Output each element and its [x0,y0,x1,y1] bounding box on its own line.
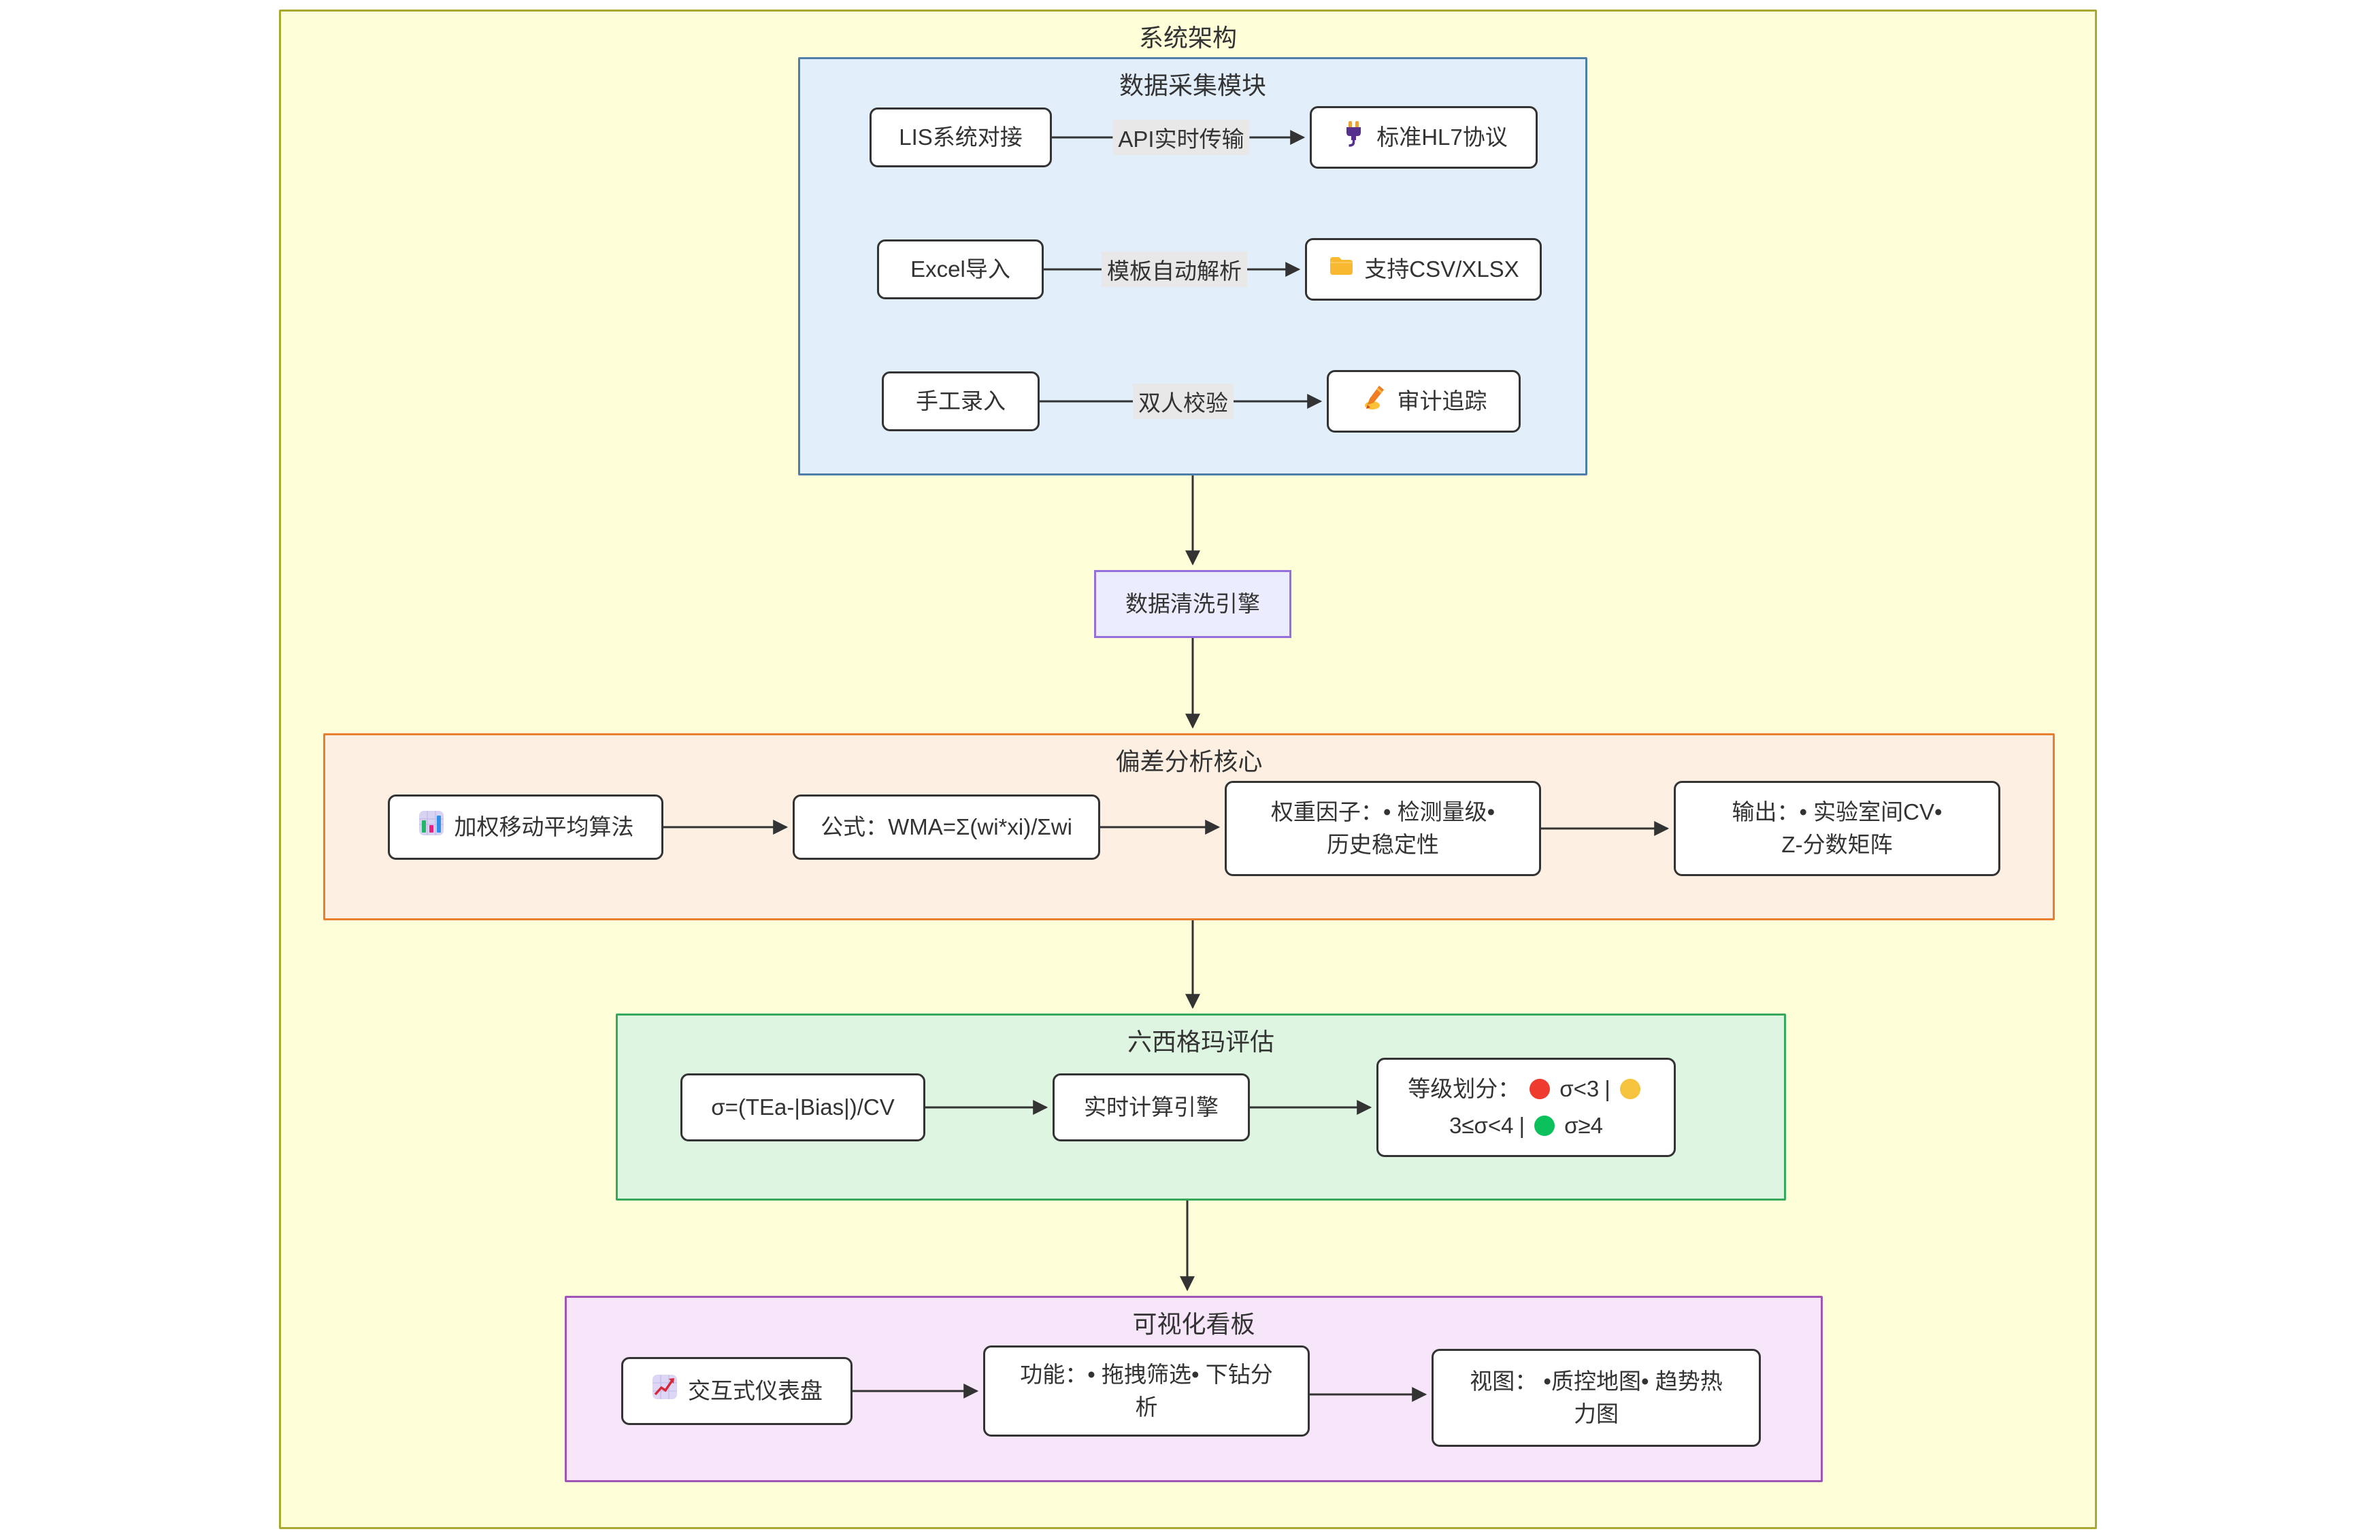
sigma-formula-label: σ=(TEa-|Bias|)/CV [711,1094,895,1120]
node-hl7-label: 标准HL7协议 [1376,124,1508,150]
node-manual-entry: 手工录入 [882,371,1040,431]
grading-green-text: σ≥4 [1564,1113,1603,1138]
visualization-title: 可视化看板 [1132,1310,1255,1338]
node-data-cleaning-engine: 数据清洗引擎 [1094,570,1291,638]
node-wma-formula: 公式：WMA=Σ(wi*xi)/Σwi [793,794,1100,860]
dashboard-label: 交互式仪表盘 [688,1378,823,1404]
realtime-engine-label: 实时计算引擎 [1084,1094,1219,1120]
system-architecture-title: 系统架构 [1138,24,1237,52]
data-collection-title: 数据采集模块 [1119,71,1266,99]
grading-label: 等级划分： [1408,1076,1521,1102]
grading-separator-1: | [1604,1076,1610,1102]
chart-increasing-icon [651,1373,678,1409]
yellow-circle-icon [1619,1079,1640,1100]
node-audit-trail: 审计追踪 [1327,370,1521,433]
node-dashboard-views: 视图： •质控地图• 趋势热 力图 [1432,1349,1761,1447]
output-line1: 输出：• 实验室间CV• [1732,799,1943,825]
node-lis-label: LIS系统对接 [899,124,1023,150]
weight-factors-line2: 历史稳定性 [1327,832,1439,857]
node-output-matrix: 输出：• 实验室间CV• Z-分数矩阵 [1674,781,2000,876]
bias-analysis-title: 偏差分析核心 [1115,748,1263,775]
edge-label-dual-check: 双人校验 [1133,384,1234,419]
node-wma-label: 加权移动平均算法 [454,814,634,840]
node-realtime-engine: 实时计算引擎 [1053,1073,1250,1141]
node-formula-label: 公式：WMA=Σ(wi*xi)/Σwi [821,814,1072,840]
edge-label-template-parse: 模板自动解析 [1102,252,1247,287]
node-lis-integration: LIS系统对接 [870,107,1052,167]
node-weight-factors: 权重因子：• 检测量级• 历史稳定性 [1225,781,1541,876]
grading-red-text: σ<3 [1559,1076,1600,1102]
red-circle-icon [1530,1079,1551,1100]
node-sigma-formula: σ=(TEa-|Bias|)/CV [680,1073,925,1141]
grading-yellow-text: 3≤σ<4 [1449,1113,1514,1138]
node-cleaning-label: 数据清洗引擎 [1125,591,1260,617]
node-grading-levels: 等级划分： σ<3 | 3≤σ<4 | σ≥4 [1376,1058,1676,1157]
edge-label-api-transfer: API实时传输 [1112,120,1250,155]
node-excel-import: Excel导入 [877,239,1044,299]
folder-icon [1327,252,1355,288]
features-line2: 析 [1135,1394,1158,1420]
node-audit-label: 审计追踪 [1397,388,1487,414]
output-line2: Z-分数矩阵 [1781,832,1893,857]
node-excel-label: Excel导入 [910,256,1010,282]
six-sigma-title: 六西格玛评估 [1127,1028,1274,1056]
node-hl7-protocol: 标准HL7协议 [1310,106,1538,169]
plug-icon [1340,120,1367,156]
views-line2: 力图 [1573,1401,1619,1426]
node-csv-label: 支持CSV/XLSX [1364,256,1519,282]
weight-factors-line1: 权重因子：• 检测量级• [1270,799,1495,825]
node-dashboard-features: 功能：• 拖拽筛选• 下钻分 析 [983,1345,1310,1437]
writing-hand-icon [1361,384,1388,420]
node-wma-algorithm: 加权移动平均算法 [388,794,663,860]
green-circle-icon [1534,1115,1555,1136]
node-interactive-dashboard: 交互式仪表盘 [621,1357,853,1425]
bar-chart-icon [418,809,445,846]
views-line1: 视图： •质控地图• 趋势热 [1470,1369,1723,1394]
node-csv-xlsx-support: 支持CSV/XLSX [1305,238,1542,301]
node-manual-label: 手工录入 [916,388,1006,414]
grading-separator-2: | [1519,1113,1525,1138]
features-line1: 功能：• 拖拽筛选• 下钻分 [1020,1362,1273,1388]
